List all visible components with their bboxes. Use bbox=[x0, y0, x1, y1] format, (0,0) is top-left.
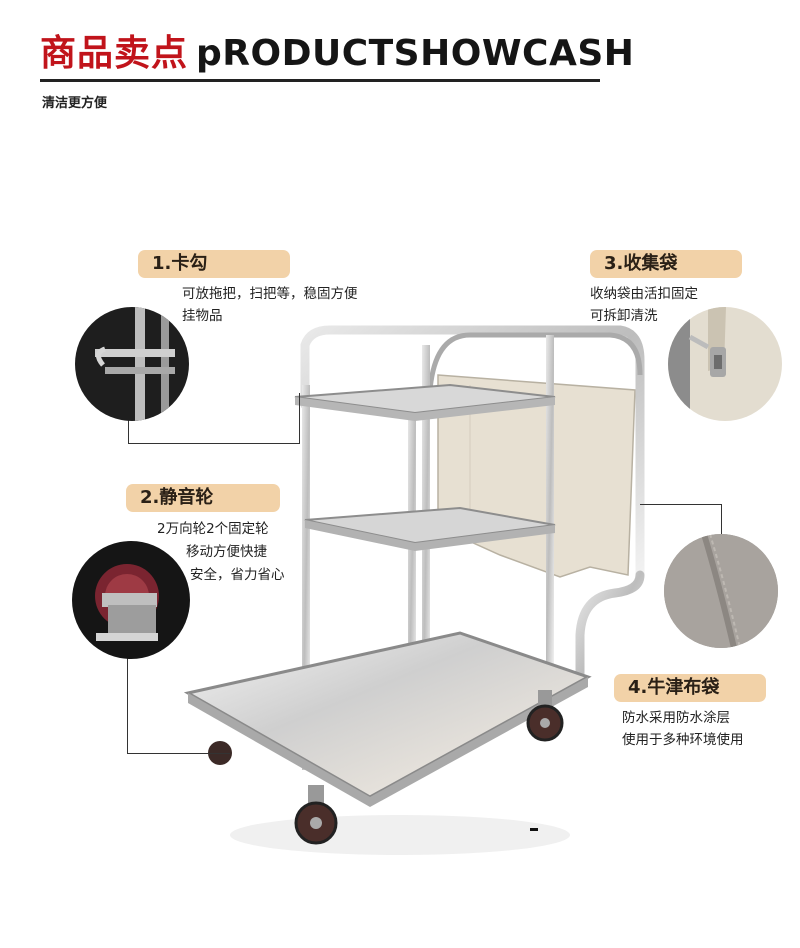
callout-line-1-v bbox=[299, 393, 300, 444]
caster-wheel-photo bbox=[72, 541, 190, 659]
feature-2-desc-line-1: 2万向轮2个固定轮 bbox=[157, 521, 269, 537]
feature-2-desc-line-2: 移动方便快捷 bbox=[186, 544, 267, 560]
subtitle: 清洁更方便 bbox=[42, 96, 108, 111]
feature-3-desc-line-2: 可拆卸清洗 bbox=[590, 308, 658, 324]
title-english: pRODUCTSHOWCASH bbox=[196, 33, 635, 74]
feature-1-desc-line-1: 可放拖把，扫把等，稳固方便 bbox=[182, 286, 358, 302]
feature-4-desc-line-2: 使用于多种环境使用 bbox=[622, 732, 744, 748]
callout-line-2-h bbox=[127, 753, 230, 754]
feature-2-label: 2.静音轮 bbox=[126, 484, 280, 512]
cart-photo bbox=[183, 325, 645, 855]
title-underline bbox=[40, 79, 600, 82]
marker-dash bbox=[530, 828, 538, 831]
feature-3-label: 3.收集袋 bbox=[590, 250, 742, 278]
feature-2-desc-line-3: 安全，省力省心 bbox=[190, 567, 285, 583]
feature-1-label: 1.卡勾 bbox=[138, 250, 290, 278]
feature-3-desc-line-1: 收纳袋由活扣固定 bbox=[590, 286, 698, 302]
hook-detail-photo bbox=[75, 307, 189, 421]
title-chinese: 商品卖点 bbox=[40, 33, 189, 74]
callout-line-1-stub bbox=[128, 420, 129, 444]
feature-1-desc-line-2: 挂物品 bbox=[182, 308, 223, 324]
feature-4-desc-line-1: 防水采用防水涂层 bbox=[622, 710, 730, 726]
buckle-detail-photo bbox=[668, 307, 782, 421]
callout-line-4-v bbox=[721, 504, 722, 534]
oxford-fabric-photo bbox=[664, 534, 778, 648]
feature-4-label: 4.牛津布袋 bbox=[614, 674, 766, 702]
callout-line-1-h bbox=[128, 443, 300, 444]
callout-line-2-v bbox=[127, 655, 128, 754]
callout-line-4-h bbox=[640, 504, 722, 505]
